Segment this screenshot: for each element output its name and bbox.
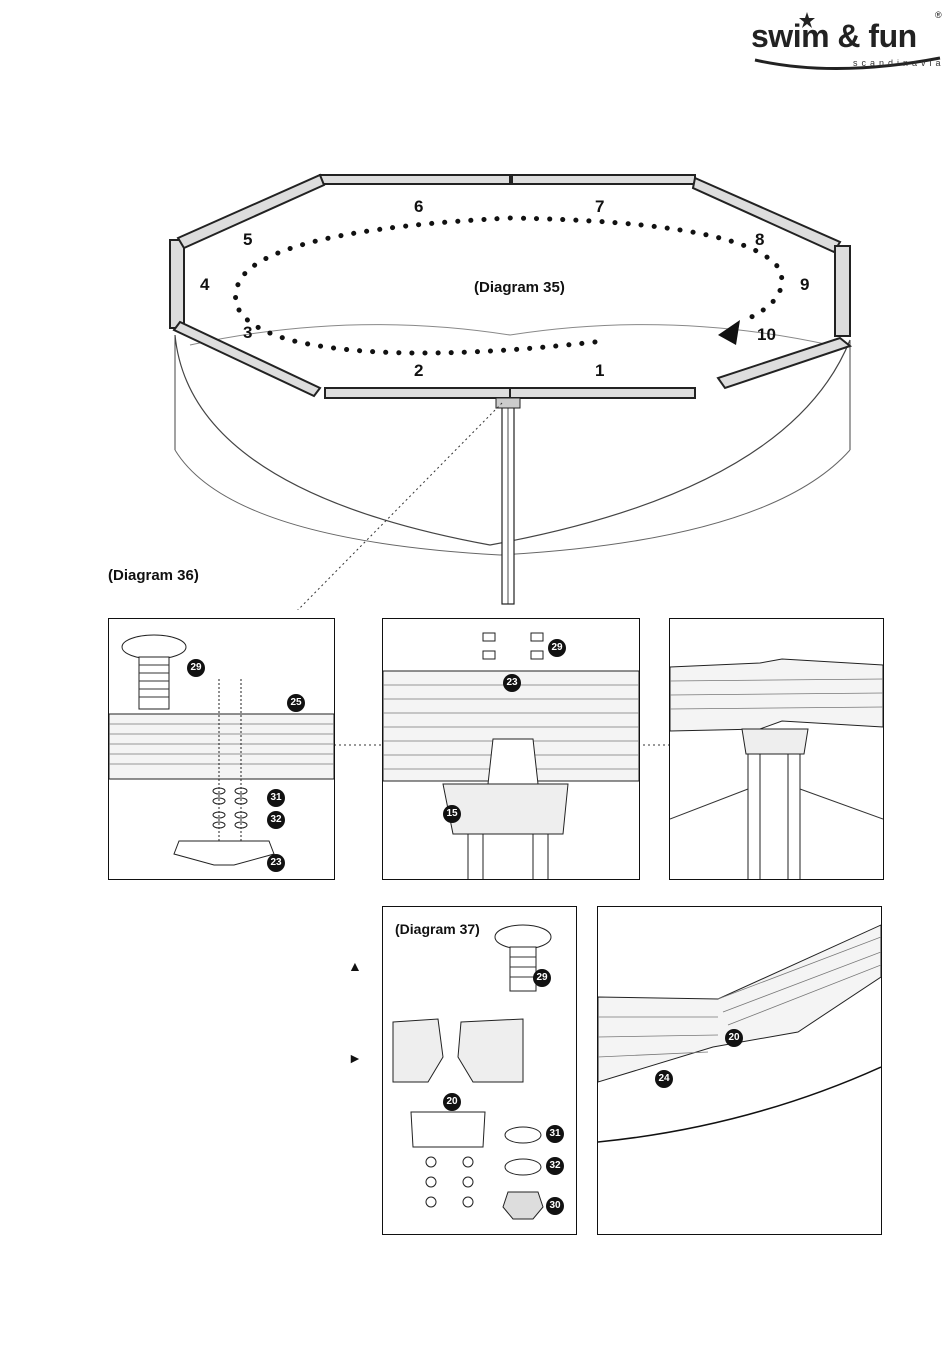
diagram-36-panel-assembly: 29 23 15 bbox=[382, 618, 640, 880]
rail-joint-exploded-drawing bbox=[383, 907, 576, 1234]
diagram-37-panel-detail: 20 24 bbox=[597, 906, 882, 1235]
diagram-36-panel-finished bbox=[669, 618, 884, 880]
rail-joint-detail-drawing bbox=[598, 907, 881, 1234]
part-31-badge: 31 bbox=[546, 1125, 564, 1143]
part-23-badge: 23 bbox=[267, 854, 285, 872]
part-24-badge: 24 bbox=[655, 1070, 673, 1088]
arrow-right-marker: ► bbox=[348, 1050, 362, 1066]
part-32-badge: 32 bbox=[546, 1157, 564, 1175]
diagram-37-panel-exploded: (Diagram 37) 29 20 31 32 30 bbox=[382, 906, 577, 1235]
diagram-37-caption: (Diagram 37) bbox=[395, 921, 480, 937]
finished-joint-drawing bbox=[670, 619, 883, 879]
part-25-badge: 25 bbox=[287, 694, 305, 712]
part-29-badge: 29 bbox=[187, 659, 205, 677]
part-29-badge: 29 bbox=[533, 969, 551, 987]
exploded-bracket-drawing bbox=[109, 619, 334, 879]
part-23-badge: 23 bbox=[503, 674, 521, 692]
part-32-badge: 32 bbox=[267, 811, 285, 829]
part-30-badge: 30 bbox=[546, 1197, 564, 1215]
part-20-badge: 20 bbox=[443, 1093, 461, 1111]
part-31-badge: 31 bbox=[267, 789, 285, 807]
part-15-badge: 15 bbox=[443, 805, 461, 823]
part-29-badge: 29 bbox=[548, 639, 566, 657]
bracket-assembly-drawing bbox=[383, 619, 639, 879]
part-20-badge: 20 bbox=[725, 1029, 743, 1047]
diagram-36-panel-exploded: 29 25 31 32 23 bbox=[108, 618, 335, 880]
arrow-up-marker: ▲ bbox=[348, 958, 362, 974]
